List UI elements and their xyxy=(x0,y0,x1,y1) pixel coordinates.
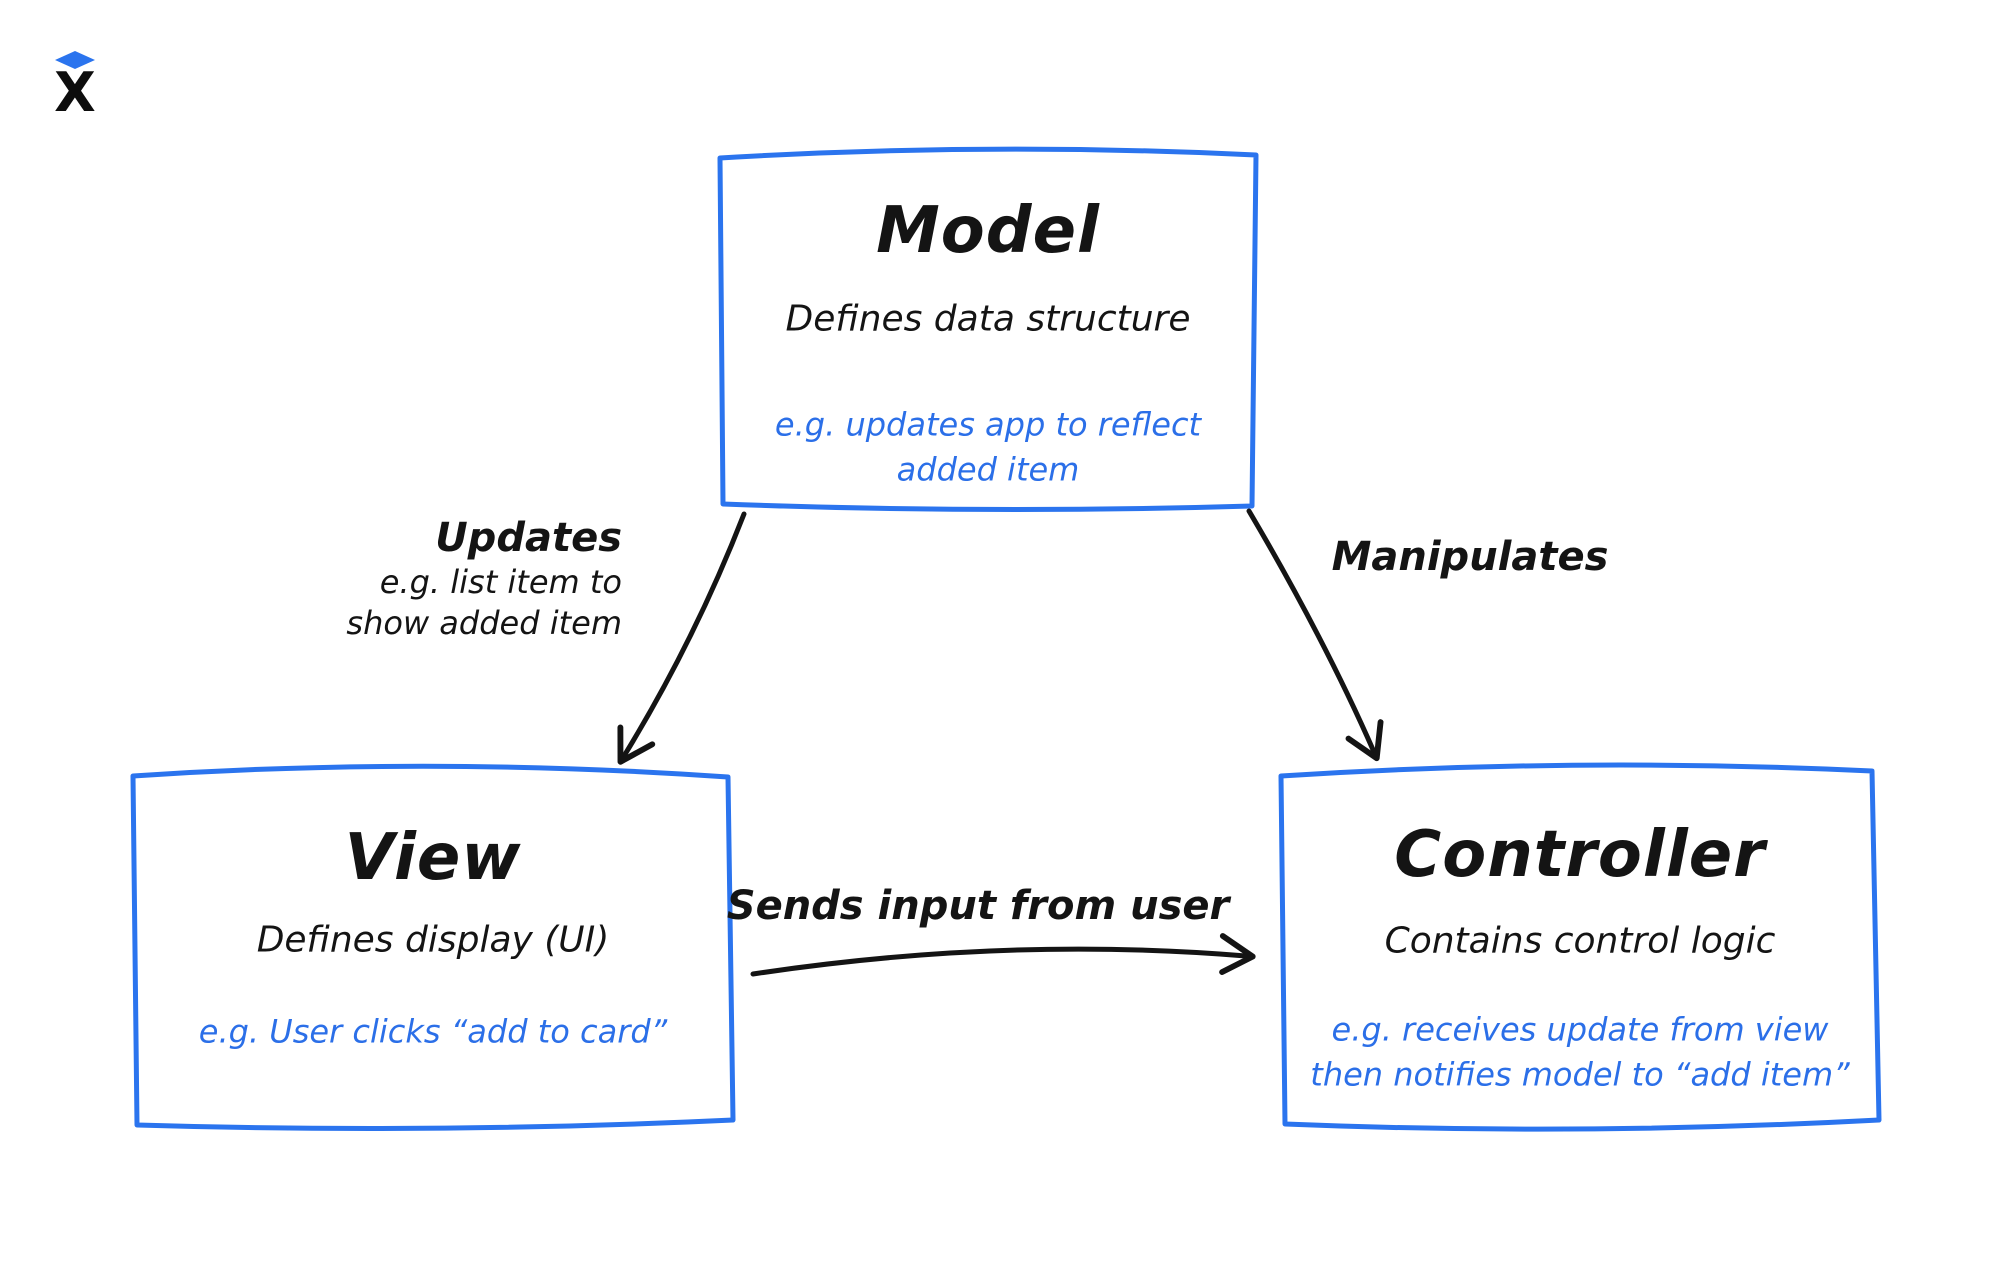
arrow-view-to-controller xyxy=(750,933,1256,977)
model-example-line2: added item xyxy=(896,451,1080,489)
arrow-model-to-view xyxy=(617,511,747,765)
model-example-line1: e.g. updates app to reflect xyxy=(774,405,1202,444)
brand-logo: X xyxy=(54,51,96,114)
edge-label-manipulates: Manipulates xyxy=(1331,534,1609,580)
controller-example-line1: e.g. receives update from view xyxy=(1331,1010,1829,1049)
view-box-outline xyxy=(130,763,736,1132)
view-example: e.g. User clicks “add to card” xyxy=(198,1012,668,1051)
controller-subtitle: Contains control logic xyxy=(1384,920,1776,962)
model-box-outline xyxy=(717,146,1259,513)
model-title: Model xyxy=(876,193,1100,268)
controller-title: Controller xyxy=(1394,817,1766,892)
controller-example-line2: then notifies model to “add item” xyxy=(1310,1056,1850,1094)
controller-box-outline xyxy=(1278,762,1882,1132)
edge-label-sends-input: Sends input from user xyxy=(726,883,1230,929)
logo-diamond-icon xyxy=(55,51,95,69)
arrow-model-to-controller xyxy=(1246,508,1384,762)
controller-example: e.g. receives update from view then noti… xyxy=(1310,1008,1849,1099)
edge-label-updates-sub2: show added item xyxy=(346,603,622,642)
view-subtitle: Defines display (UI) xyxy=(256,919,610,961)
edge-label-updates-block: Updates e.g. list item to show added ite… xyxy=(346,514,622,644)
model-subtitle: Defines data structure xyxy=(785,298,1191,340)
model-example: e.g. updates app to reflect added item xyxy=(775,403,1201,494)
logo-letter: X xyxy=(54,61,96,114)
view-title: View xyxy=(344,820,522,895)
edge-label-updates-sub1: e.g. list item to xyxy=(379,563,622,601)
edge-label-updates: Updates xyxy=(435,515,622,561)
